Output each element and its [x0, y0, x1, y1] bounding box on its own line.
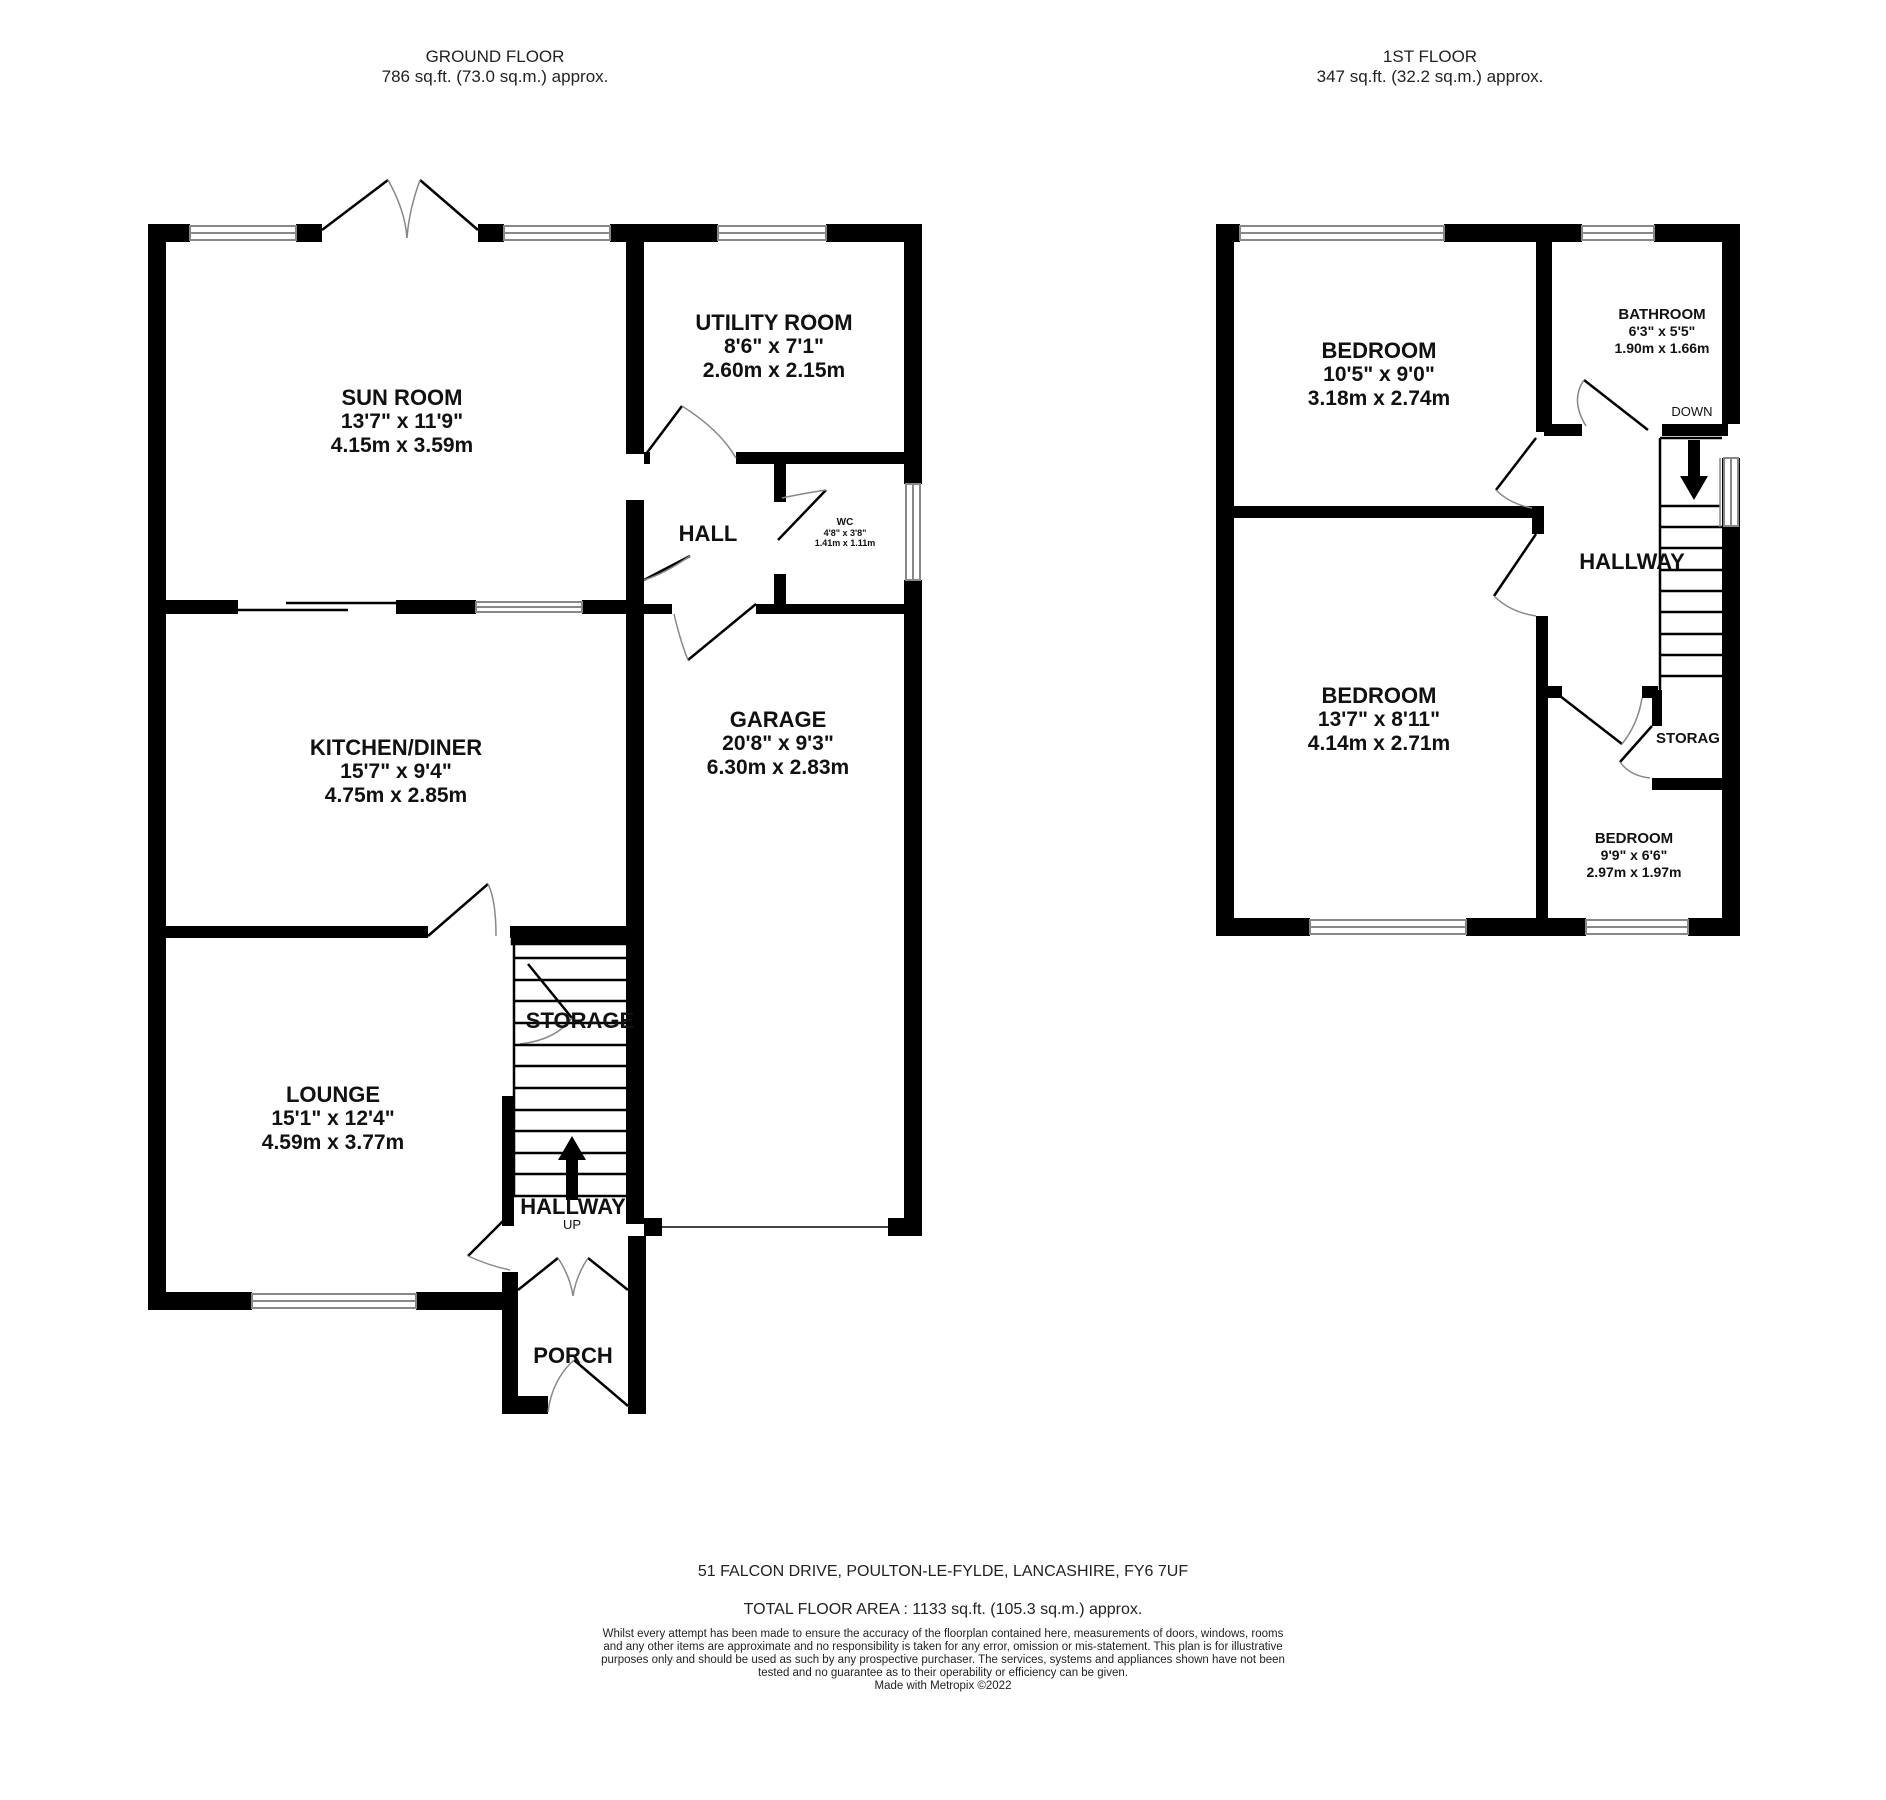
room-name: BEDROOM	[1321, 683, 1437, 708]
room-imperial: 4'8" x 3'8"	[823, 528, 867, 538]
room-name: BEDROOM	[1594, 830, 1674, 847]
stairs-down-label: DOWN	[1671, 404, 1713, 419]
room-wc: WC 4'8" x 3'8" 1.41m x 1.11m	[815, 517, 876, 548]
first-floor-title: 1ST FLOOR	[1382, 47, 1478, 66]
room-bedroom-1: BEDROOM 10'5" x 9'0" 3.18m x 2.74m	[1308, 339, 1450, 411]
room-imperial: 15'7" x 9'4"	[340, 760, 452, 783]
room-name: BATHROOM	[1618, 306, 1706, 323]
room-metric: 2.60m x 2.15m	[702, 359, 846, 382]
stairs-down-arrow-icon	[1680, 440, 1708, 500]
room-garage: GARAGE 20'8" x 9'3" 6.30m x 2.83m	[707, 708, 849, 780]
room-name: GARAGE	[729, 707, 827, 732]
room-imperial: 10'5" x 9'0"	[1323, 363, 1435, 386]
room-kitchen-diner: KITCHEN/DINER 15'7" x 9'4" 4.75m x 2.85m	[310, 736, 482, 808]
first-floor-doors	[1492, 379, 1653, 763]
room-metric: 1.90m x 1.66m	[1614, 340, 1710, 356]
ground-floor-title: GROUND FLOOR	[425, 47, 565, 66]
room-metric: 4.59m x 3.77m	[261, 1131, 405, 1154]
first-floor-walls	[1216, 224, 1740, 936]
first-floor-heading: 1ST FLOOR 347 sq.ft. (32.2 sq.m.) approx…	[1220, 47, 1640, 87]
room-metric: 6.30m x 2.83m	[706, 756, 850, 779]
room-imperial: 9'9" x 6'6"	[1600, 847, 1668, 863]
first-floor-area: 347 sq.ft. (32.2 sq.m.) approx.	[1316, 67, 1544, 86]
property-address: 51 FALCON DRIVE, POULTON-LE-FYLDE, LANCA…	[697, 1563, 1189, 1580]
ground-floor-walls	[148, 224, 922, 1414]
ground-floor-stairs	[510, 932, 636, 1198]
room-storage-first: STORAG	[1656, 730, 1720, 747]
first-floor-door-arcs	[1493, 379, 1651, 779]
room-imperial: 6'3" x 5'5"	[1628, 323, 1696, 339]
ground-floor-doors	[238, 179, 827, 1407]
room-utility-room: UTILITY ROOM 8'6" x 7'1" 2.60m x 2.15m	[695, 311, 852, 383]
room-metric: 3.18m x 2.74m	[1307, 387, 1451, 410]
room-name: KITCHEN/DINER	[309, 735, 483, 760]
room-hallway-ground: HALLWAY	[520, 1194, 626, 1219]
room-metric: 1.41m x 1.11m	[814, 538, 876, 548]
total-floor-area: TOTAL FLOOR AREA : 1133 sq.ft. (105.3 sq…	[743, 1601, 1143, 1618]
room-lounge: LOUNGE 15'1" x 12'4" 4.59m x 3.77m	[262, 1083, 404, 1155]
ground-floor-heading: GROUND FLOOR 786 sq.ft. (73.0 sq.m.) app…	[285, 47, 705, 87]
stairs-up-label: UP	[562, 1217, 582, 1232]
room-metric: 4.14m x 2.71m	[1307, 732, 1451, 755]
room-sun-room: SUN ROOM 13'7" x 11'9" 4.15m x 3.59m	[331, 386, 473, 458]
room-imperial: 13'7" x 8'11"	[1317, 708, 1441, 731]
first-floor-stairs	[1658, 436, 1722, 696]
stairs-up-arrow-icon	[558, 1136, 586, 1200]
ground-floor-area: 786 sq.ft. (73.0 sq.m.) approx.	[381, 67, 609, 86]
credit-text: Made with Metropix ©2022	[874, 1680, 1012, 1692]
first-floor-windows	[1239, 225, 1739, 935]
disclaimer: Whilst every attempt has been made to en…	[593, 1628, 1293, 1693]
room-name: UTILITY ROOM	[695, 310, 853, 335]
room-imperial: 8'6" x 7'1"	[724, 335, 824, 358]
room-metric: 4.15m x 3.59m	[330, 434, 474, 457]
ground-floor-windows	[189, 225, 921, 1309]
room-storage: STORAGE	[525, 1008, 635, 1033]
room-bedroom-2: BEDROOM 13'7" x 8'11" 4.14m x 2.71m	[1308, 684, 1450, 756]
room-porch: PORCH	[533, 1343, 613, 1368]
room-hallway-first: HALLWAY	[1579, 549, 1685, 574]
room-imperial: 13'7" x 11'9"	[340, 410, 464, 433]
room-imperial: 20'8" x 9'3"	[722, 732, 834, 755]
room-metric: 4.75m x 2.85m	[324, 784, 468, 807]
ground-floor-door-arcs	[387, 179, 827, 1413]
room-imperial: 15'1" x 12'4"	[271, 1107, 395, 1130]
room-name: LOUNGE	[285, 1082, 381, 1107]
room-hall: HALL	[678, 521, 738, 546]
disclaimer-text: Whilst every attempt has been made to en…	[601, 1628, 1285, 1679]
room-name: WC	[836, 517, 854, 528]
room-bedroom-3: BEDROOM 9'9" x 6'6" 2.97m x 1.97m	[1587, 830, 1682, 881]
room-name: SUN ROOM	[341, 385, 463, 410]
room-metric: 2.97m x 1.97m	[1586, 864, 1682, 880]
room-bathroom: BATHROOM 6'3" x 5'5" 1.90m x 1.66m	[1615, 306, 1710, 357]
room-name: BEDROOM	[1321, 338, 1437, 363]
